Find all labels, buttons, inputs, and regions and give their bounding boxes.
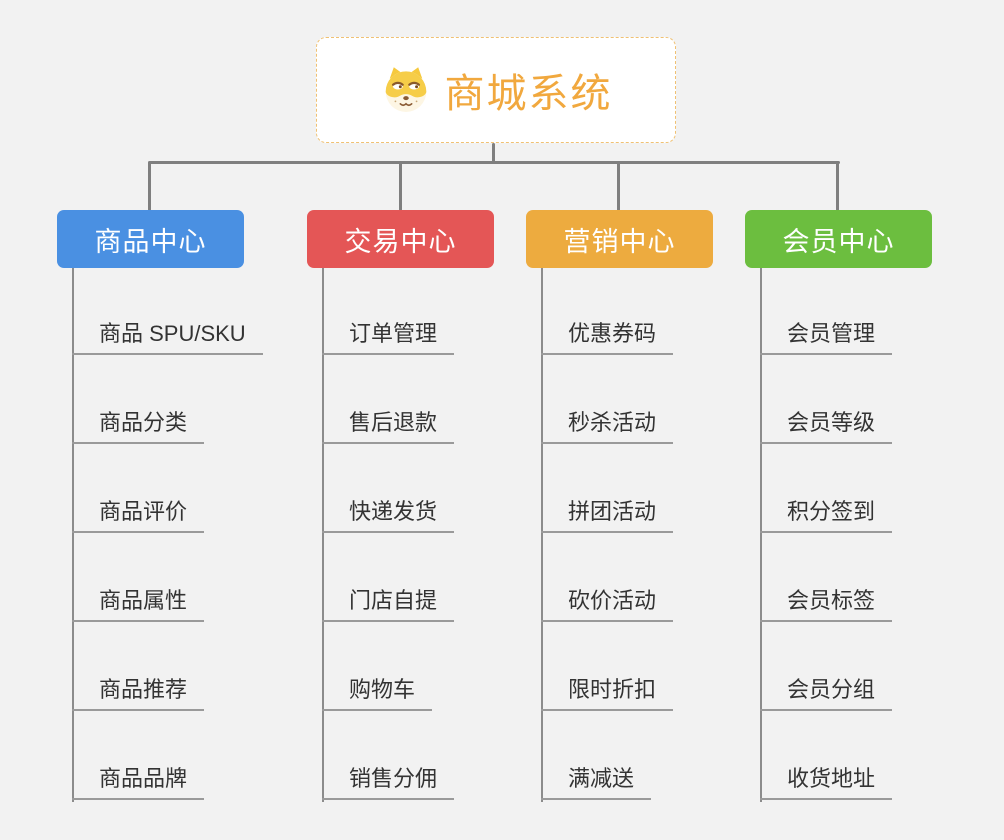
leaf-node[interactable]: 快递发货 (322, 444, 455, 533)
connector-branch-drop (399, 161, 402, 211)
branch-line (541, 268, 543, 802)
leaf-node[interactable]: 砍价活动 (541, 533, 674, 622)
connector-branch-drop (617, 161, 620, 211)
leaf-node[interactable]: 商品评价 (72, 444, 205, 533)
root-node[interactable]: 商城系统 (316, 37, 676, 143)
leaf-node[interactable]: 会员管理 (760, 266, 893, 355)
leaf-node[interactable]: 会员等级 (760, 355, 893, 444)
root-title: 商城系统 (444, 72, 613, 116)
branch-node-product-center[interactable]: 商品中心 (57, 210, 244, 268)
branch-column-member: 会员中心 会员管理 会员等级 积分签到 会员标签 会员分组 收货地址 (745, 210, 985, 802)
branch-line (322, 268, 324, 802)
branch-line (72, 268, 74, 802)
connector-branch-drop (148, 161, 151, 211)
leaf-node[interactable]: 限时折扣 (541, 622, 674, 711)
leaf-node[interactable]: 商品属性 (72, 533, 205, 622)
leaf-node[interactable]: 门店自提 (322, 533, 455, 622)
leaf-node[interactable]: 收货地址 (760, 711, 893, 800)
leaf-node[interactable]: 会员标签 (760, 533, 893, 622)
leaf-node[interactable]: 会员分组 (760, 622, 893, 711)
branch-node-member-center[interactable]: 会员中心 (745, 210, 932, 268)
branch-column-trade: 交易中心 订单管理 售后退款 快递发货 门店自提 购物车 销售分佣 (307, 210, 547, 802)
leaf-node[interactable]: 秒杀活动 (541, 355, 674, 444)
connector-branch-drop (836, 161, 839, 211)
leaf-node[interactable]: 商品 SPU/SKU (72, 266, 263, 355)
leaf-node[interactable]: 销售分佣 (322, 711, 455, 800)
branch-column-product: 商品中心 商品 SPU/SKU 商品分类 商品评价 商品属性 商品推荐 商品品牌 (57, 210, 297, 802)
doge-icon (385, 67, 426, 112)
leaf-node[interactable]: 商品推荐 (72, 622, 205, 711)
branch-line (760, 268, 762, 802)
connector-horizontal (149, 161, 840, 164)
leaf-node[interactable]: 商品品牌 (72, 711, 205, 800)
leaf-node[interactable]: 积分签到 (760, 444, 893, 533)
branch-column-marketing: 营销中心 优惠券码 秒杀活动 拼团活动 砍价活动 限时折扣 满减送 (526, 210, 766, 802)
leaf-node[interactable]: 拼团活动 (541, 444, 674, 533)
leaf-node[interactable]: 售后退款 (322, 355, 455, 444)
leaf-node[interactable]: 购物车 (322, 622, 433, 711)
branch-node-trade-center[interactable]: 交易中心 (307, 210, 494, 268)
connector-root-drop (492, 143, 495, 163)
leaf-node[interactable]: 优惠券码 (541, 266, 674, 355)
branch-node-marketing-center[interactable]: 营销中心 (526, 210, 713, 268)
leaf-node[interactable]: 商品分类 (72, 355, 205, 444)
leaf-node[interactable]: 订单管理 (322, 266, 455, 355)
leaf-node[interactable]: 满减送 (541, 711, 652, 800)
